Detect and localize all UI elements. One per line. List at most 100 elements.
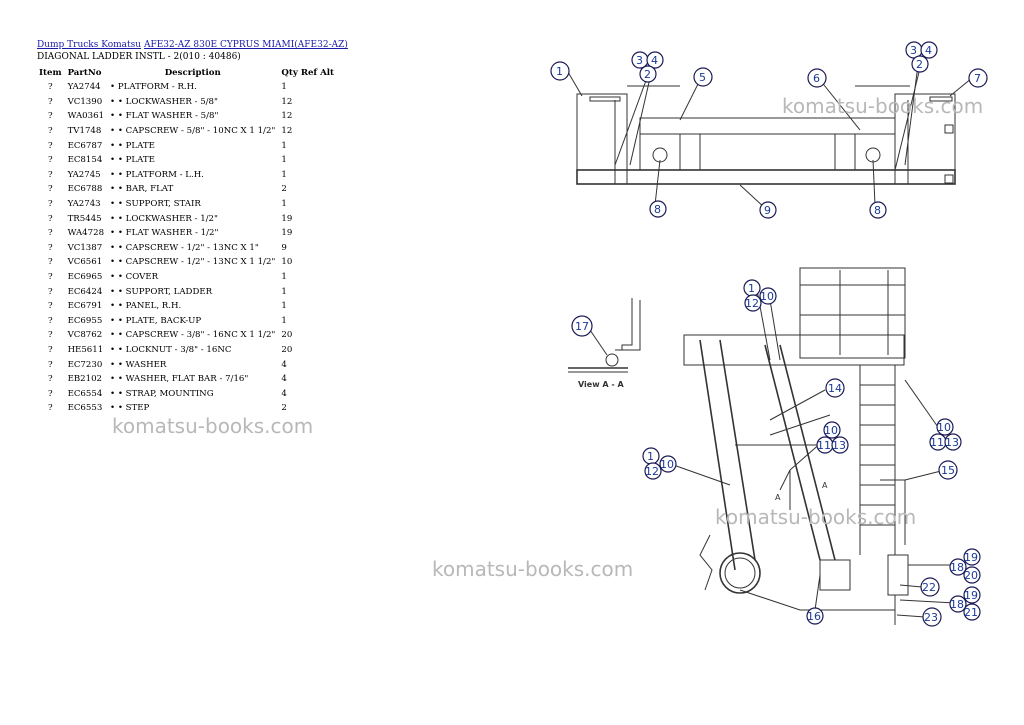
svg-text:4: 4	[925, 44, 932, 57]
cell-item: ?	[47, 344, 53, 355]
cell-qty: 12	[281, 111, 293, 122]
cell-item: ?	[47, 169, 53, 180]
cell-partno: VC1390	[67, 96, 103, 107]
table-row: ?YA2744• PLATFORM - R.H.1	[36, 80, 337, 95]
breadcrumb: Dump Trucks Komatsu AFE32-AZ 830E CYPRUS…	[37, 40, 348, 50]
svg-text:10: 10	[824, 424, 838, 437]
column-header-qty: Qty Ref Alt	[281, 68, 335, 78]
cell-partno: YA2743	[67, 199, 101, 210]
cell-partno: EC6787	[67, 140, 103, 151]
cell-description: • • WASHER, FLAT BAR - 7/16"	[110, 374, 249, 385]
callout-20: 20	[963, 566, 981, 584]
callout-17: 17	[571, 315, 593, 337]
cell-item: ?	[47, 374, 53, 385]
cell-partno: EC8154	[67, 155, 103, 166]
cell-description: • • PLATFORM - L.H.	[110, 169, 204, 180]
svg-text:10: 10	[937, 421, 951, 434]
breadcrumb-link-dump-trucks[interactable]: Dump Trucks Komatsu	[37, 40, 142, 50]
callout-22: 22	[920, 577, 940, 597]
svg-text:10: 10	[660, 458, 674, 471]
cell-item: ?	[47, 388, 53, 399]
svg-text:18: 18	[950, 561, 964, 574]
callout-13a: 13	[831, 436, 849, 454]
cell-item: ?	[47, 286, 53, 297]
parts-table: Item PartNo Description Qty Ref Alt ?YA2…	[36, 66, 337, 416]
callout-12b: 12	[644, 462, 662, 480]
cell-partno: YA2745	[67, 169, 101, 180]
cell-qty: 1	[281, 286, 287, 297]
callout-21: 21	[963, 603, 981, 621]
callout-23: 23	[922, 607, 942, 627]
cell-description: • • LOCKWASHER - 5/8"	[110, 96, 218, 107]
table-row: ?EC6791• • PANEL, R.H.1	[36, 299, 337, 314]
cell-qty: 4	[281, 388, 287, 399]
cell-description: • • COVER	[110, 272, 159, 283]
callout-15: 15	[938, 460, 958, 480]
parts-table-header: Item PartNo Description Qty Ref Alt	[36, 66, 337, 80]
cell-item: ?	[47, 272, 53, 283]
cell-item: ?	[47, 242, 53, 253]
callout-16: 16	[806, 607, 824, 625]
cell-item: ?	[47, 403, 53, 414]
cell-partno: YA2744	[67, 82, 101, 93]
svg-text:18: 18	[950, 598, 964, 611]
callout-1c: 1	[642, 447, 660, 465]
cell-description: • • BAR, FLAT	[110, 184, 174, 195]
callout-2a: 2	[639, 65, 657, 83]
svg-text:22: 22	[922, 581, 936, 594]
cell-description: • • FLAT WASHER - 1/2"	[110, 228, 219, 239]
cell-partno: WA0361	[67, 111, 105, 122]
cell-qty: 4	[281, 359, 287, 370]
callout-3a: 3	[631, 51, 649, 69]
svg-text:6: 6	[813, 72, 820, 85]
svg-text:2: 2	[916, 58, 923, 71]
svg-text:23: 23	[924, 611, 938, 624]
svg-text:5: 5	[699, 71, 706, 84]
cell-item: ?	[47, 213, 53, 224]
callout-1a: 1	[550, 61, 570, 81]
cell-partno: TV1748	[67, 126, 102, 137]
breadcrumb-link-model[interactable]: AFE32-AZ 830E CYPRUS MIAMI(AFE32-AZ)	[143, 40, 348, 50]
table-row: ?TR5445• • LOCKWASHER - 1/2"19	[36, 211, 337, 226]
cell-qty: 1	[281, 272, 287, 283]
cell-partno: WA4728	[67, 228, 105, 239]
cell-qty: 1	[281, 199, 287, 210]
callout-10c: 10	[936, 418, 954, 436]
cell-item: ?	[47, 140, 53, 151]
table-row: ?YA2745• • PLATFORM - L.H.1	[36, 168, 337, 183]
cell-qty: 20	[281, 330, 293, 341]
table-row: ?VC1390• • LOCKWASHER - 5/8"12	[36, 95, 337, 110]
cell-item: ?	[47, 315, 53, 326]
svg-text:4: 4	[651, 54, 658, 67]
cell-item: ?	[47, 126, 53, 137]
callout-4b: 4	[920, 41, 938, 59]
callout-18b: 18	[949, 595, 967, 613]
svg-text:1: 1	[556, 65, 563, 78]
svg-text:11: 11	[930, 436, 944, 449]
cell-qty: 2	[281, 403, 287, 414]
callout-13b: 13	[944, 433, 962, 451]
cell-item: ?	[47, 96, 53, 107]
table-row: ?WA4728• • FLAT WASHER - 1/2"19	[36, 226, 337, 241]
top-leader-lines	[567, 64, 973, 209]
svg-text:19: 19	[964, 589, 978, 602]
callout-19b: 19	[963, 586, 981, 604]
callout-2b: 2	[911, 55, 929, 73]
cell-partno: HE5611	[67, 344, 104, 355]
cell-qty: 1	[281, 155, 287, 166]
svg-text:9: 9	[764, 204, 771, 217]
cell-item: ?	[47, 184, 53, 195]
table-row: ?TV1748• • CAPSCREW - 5/8" - 10NC X 1 1/…	[36, 124, 337, 139]
svg-text:13: 13	[945, 436, 959, 449]
cell-qty: 19	[281, 213, 293, 224]
ladder-assembly-drawing: A A	[683, 267, 909, 625]
cell-qty: 12	[281, 126, 293, 137]
cell-description: • • PANEL, R.H.	[110, 301, 182, 312]
cell-partno: EB2102	[67, 374, 103, 385]
cell-item: ?	[47, 257, 53, 268]
cell-partno: VC6561	[67, 257, 103, 268]
